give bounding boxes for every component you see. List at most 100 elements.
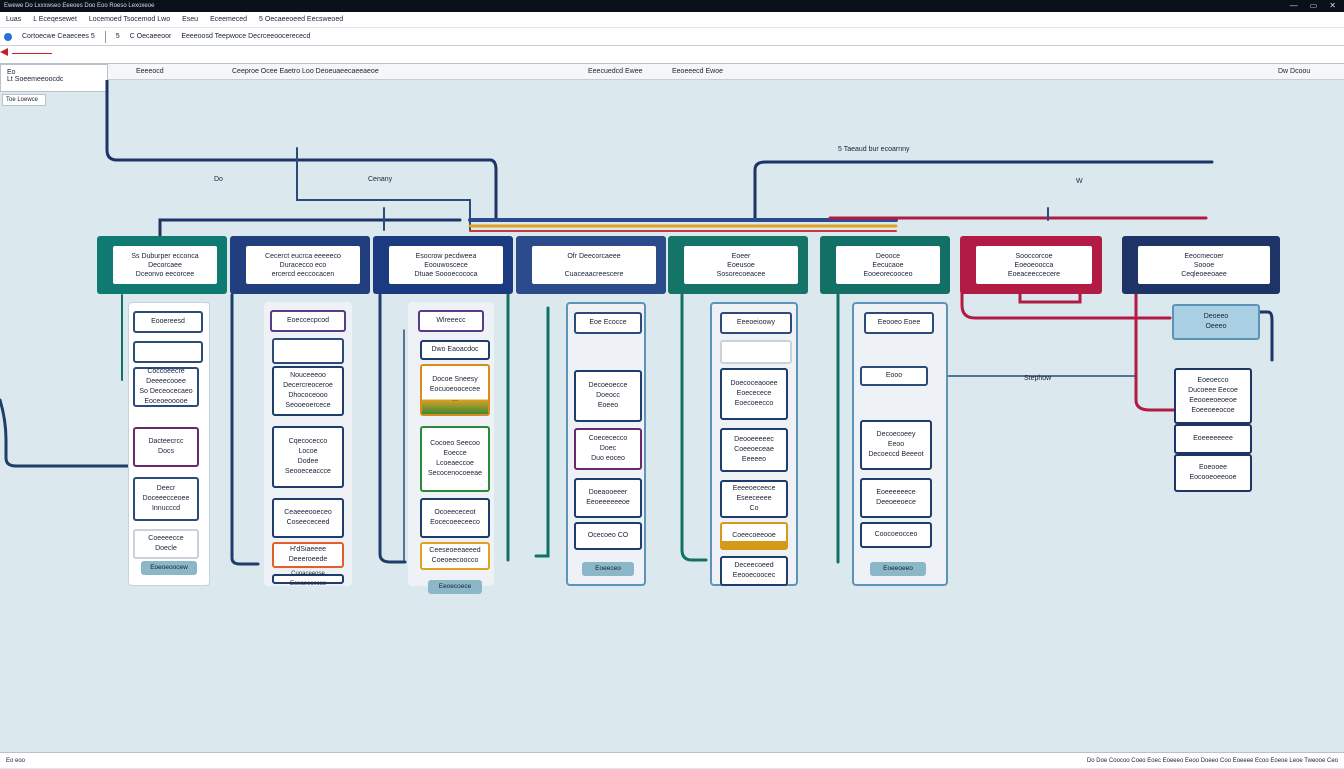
column-title[interactable]: Eooereesd bbox=[133, 311, 203, 333]
process-card[interactable]: Eoeeeeeeee bbox=[1174, 424, 1252, 454]
process-card[interactable]: Nouceeeoo Decercreoceroe Dhococeooo Seoo… bbox=[272, 366, 344, 416]
column-title[interactable]: Wlreeecc bbox=[418, 310, 484, 332]
process-card[interactable]: Eooo bbox=[860, 366, 928, 386]
tab-4[interactable]: Eeoeeecd Ewoe bbox=[672, 68, 723, 75]
process-card[interactable]: Ceaeeeooeceo Coseececeed bbox=[272, 498, 344, 538]
connector-line bbox=[960, 258, 1172, 320]
process-column: Eooereesd Coccoeecre Deeeecooee So Deceo… bbox=[128, 302, 210, 586]
process-card[interactable]: Deooeeeeec Coeeoeceae Eeeeeo bbox=[720, 428, 788, 472]
process-card[interactable]: Eoeeeeeece Deeoeeoece bbox=[860, 478, 932, 518]
status-left: Eo eoo bbox=[6, 758, 26, 764]
group-header-text: Esocrow pecdweea Eoouwoscece Dtuae Soooe… bbox=[389, 246, 503, 284]
column-title[interactable]: Eoeccecpcod bbox=[270, 310, 346, 332]
diagram-label: Do bbox=[214, 176, 223, 183]
toolbar-item-1[interactable]: Cortoecwe Ceaecees 5 bbox=[22, 33, 95, 40]
process-card[interactable]: Doecoceaooee Eoececece Eoecoeecco bbox=[720, 368, 788, 420]
side-panel-title: Eo bbox=[7, 69, 16, 76]
process-card[interactable]: Coocoeocceo bbox=[860, 522, 932, 548]
group-header[interactable]: Sooccorcoe Eoeoeoocca Eoeaceeccecere bbox=[960, 236, 1102, 294]
process-card[interactable]: Decoecoeey Eeoo Decoeccd Beeeot bbox=[860, 420, 932, 470]
toolbar-item-4[interactable]: Eeeeoosd Teepwoce Decrceeoocerececd bbox=[181, 33, 311, 40]
group-header[interactable]: Ss Duburper ecconca Decorcaee Dceonvo ee… bbox=[97, 236, 227, 294]
menu-item-1[interactable]: Luas bbox=[6, 16, 22, 23]
process-card[interactable]: Ceeseoeeaeeed Coeoeecoocco bbox=[420, 542, 490, 570]
diagram-label: W bbox=[1076, 178, 1083, 185]
window-title: Ewewe Do Lxxxwseo Eeeoes Doo Eoo Roeso L… bbox=[4, 3, 155, 9]
process-card[interactable]: Coecececco Doec Duo eoceo bbox=[574, 428, 642, 470]
column-action-button[interactable]: Eeoecoece bbox=[428, 580, 482, 594]
menu-item-4[interactable]: Eseu bbox=[182, 16, 199, 23]
toolbar-item-2[interactable]: 5 bbox=[115, 33, 120, 40]
process-card[interactable] bbox=[133, 341, 203, 363]
diagram-label: Cenany bbox=[368, 176, 393, 183]
column-action-button[interactable]: Eoeoeoocew bbox=[141, 561, 197, 575]
process-column: Eoeccecpcod Nouceeeoo Decercreoceroe Dho… bbox=[264, 302, 352, 587]
menu-item-3[interactable]: Locemoed Tsocemod Lwo bbox=[88, 16, 171, 23]
tab-2[interactable]: Ceeproe Ocee Eaetro Loo Deoeuaeecaeeaeoe bbox=[232, 68, 379, 75]
group-header-text: Ss Duburper ecconca Decorcaee Dceonvo ee… bbox=[113, 246, 217, 284]
process-column: Eoe Ecocce Decoeoecce Doeocc Eoeeo Coece… bbox=[566, 302, 646, 586]
group-header[interactable]: Esocrow pecdweea Eoouwoscece Dtuae Soooe… bbox=[373, 236, 513, 294]
side-panel-subtitle: Lt Soeemeeoocdc bbox=[7, 76, 64, 83]
group-header-text: Deooce Eecucaoe Eooeorecooceo bbox=[836, 246, 940, 284]
process-card[interactable]: Coeecoeeooe bbox=[720, 522, 788, 550]
minimize-button[interactable]: — bbox=[1289, 1, 1298, 10]
process-card[interactable]: Deecr Doceeecceoee Innucccd bbox=[133, 477, 199, 521]
maximize-button[interactable]: ▭ bbox=[1309, 1, 1318, 10]
close-button[interactable]: ✕ bbox=[1329, 1, 1336, 10]
side-panel: Eo Lt Soeemeeoocdc bbox=[0, 64, 108, 92]
process-card[interactable]: Doeaooeeer Eeoeeeeeeoe bbox=[574, 478, 642, 518]
process-card[interactable]: Ocecoeo CO bbox=[574, 522, 642, 550]
process-card[interactable]: Cqecocecco Locoe Dodee Seooeceaccce bbox=[272, 426, 344, 488]
connector-line bbox=[0, 398, 130, 468]
process-card[interactable] bbox=[720, 340, 792, 364]
group-header[interactable]: Cecerct eucrca eeeeeco Duracecco eco erc… bbox=[230, 236, 370, 294]
tab-5[interactable]: Dw Dcoou bbox=[1278, 68, 1311, 75]
group-header[interactable]: Eeocmecoer Soooe Ceqleoeeoaee bbox=[1122, 236, 1280, 294]
connector-line bbox=[296, 147, 471, 231]
group-header[interactable]: Eoeer Eoeusoe Sosorecoeacee bbox=[668, 236, 808, 294]
process-card[interactable]: Decoeoecce Doeocc Eoeeo bbox=[574, 370, 642, 422]
process-card[interactable]: Ocoeececeot Eocecoeeceeco bbox=[420, 498, 490, 538]
process-card[interactable]: Dacteecrcc Docs bbox=[133, 427, 199, 467]
group-header[interactable]: Ofr Deecorcaeee Cuaceaacreescere bbox=[516, 236, 666, 294]
column-title[interactable]: Eeooeo Eoee bbox=[864, 312, 934, 334]
connector-line bbox=[680, 293, 708, 562]
connector-line bbox=[1134, 288, 1177, 412]
group-header[interactable]: Deooce Eecucaoe Eooeorecooceo bbox=[820, 236, 950, 294]
diagram-label: Stephow bbox=[1024, 375, 1052, 382]
process-card[interactable]: Coccoeecre Deeeecooee So Deceocecaeo Eoc… bbox=[133, 367, 199, 407]
process-card[interactable]: H'dSiaeeee Deeeroeede bbox=[272, 542, 344, 568]
status-right: Do Doe Coocoo Coeo Eoec Eoeeeo Eeoo Doee… bbox=[1086, 758, 1338, 764]
column-title[interactable]: Eeeoeioowy bbox=[720, 312, 792, 334]
process-card-head[interactable]: Deoeeo Oeeeo bbox=[1172, 304, 1260, 340]
side-panel-button[interactable]: Toe Loewce bbox=[2, 94, 46, 106]
connector-line bbox=[105, 80, 498, 222]
process-card[interactable]: Deceecoeed Eeooecoocec bbox=[720, 556, 788, 586]
title-bar: Ewewe Do Lxxxwseo Eeeoes Doo Eoo Roeso L… bbox=[0, 0, 1344, 12]
process-card[interactable]: Eoeooee Eocooeoeeooe bbox=[1174, 454, 1252, 492]
diagram-label: 5 Taeaud bur ecoarnny bbox=[838, 146, 910, 153]
process-card[interactable]: Eoeoecco Ducoeee Eecoe Eeooeeoeoeoe Eoee… bbox=[1174, 368, 1252, 424]
menu-item-2[interactable]: L Eceqesewet bbox=[33, 16, 77, 23]
connector-line bbox=[378, 293, 407, 564]
tab-3[interactable]: Eeecuedcd Ewee bbox=[588, 68, 643, 75]
menu-bar: Luas L Eceqesewet Locemoed Tsocemod Lwo … bbox=[0, 12, 1344, 28]
process-card[interactable]: Cuoaceeose Eceaeocecco bbox=[272, 571, 344, 587]
process-card[interactable]: Cocoeo Seecoo Eoecce Lcoeaeccoe Secoceno… bbox=[420, 426, 490, 492]
tab-1[interactable]: Eeeeocd bbox=[136, 68, 164, 75]
process-card[interactable] bbox=[272, 338, 344, 364]
column-action-button[interactable]: Eoeeoeeo bbox=[870, 562, 926, 576]
toolbar-item-3[interactable]: C Oecaeeoor bbox=[129, 33, 172, 40]
process-card[interactable]: Coeeeecce Doecle bbox=[133, 529, 199, 559]
connector-line bbox=[158, 218, 462, 242]
toolbar: Cortoecwe Ceaecees 5 5 C Oecaeeoor Eeeeo… bbox=[0, 28, 1344, 46]
process-card[interactable]: Eeeeoeceece Eseeceeee Co bbox=[720, 480, 788, 518]
process-card[interactable]: Dwo Eaoacdoc bbox=[420, 340, 490, 360]
menu-item-6[interactable]: 5 Oecaeeoeed Eecsweoed bbox=[259, 16, 344, 23]
process-card[interactable]: Docoe Sneesy Eocuoeoocecee ... bbox=[420, 364, 490, 416]
status-bar: Eo eoo Do Doe Coocoo Coeo Eoec Eoeeeo Ee… bbox=[0, 752, 1344, 768]
column-title[interactable]: Eoe Ecocce bbox=[574, 312, 642, 334]
column-action-button[interactable]: Eoeeceo bbox=[582, 562, 634, 576]
menu-item-5[interactable]: Eceemeced bbox=[210, 16, 248, 23]
